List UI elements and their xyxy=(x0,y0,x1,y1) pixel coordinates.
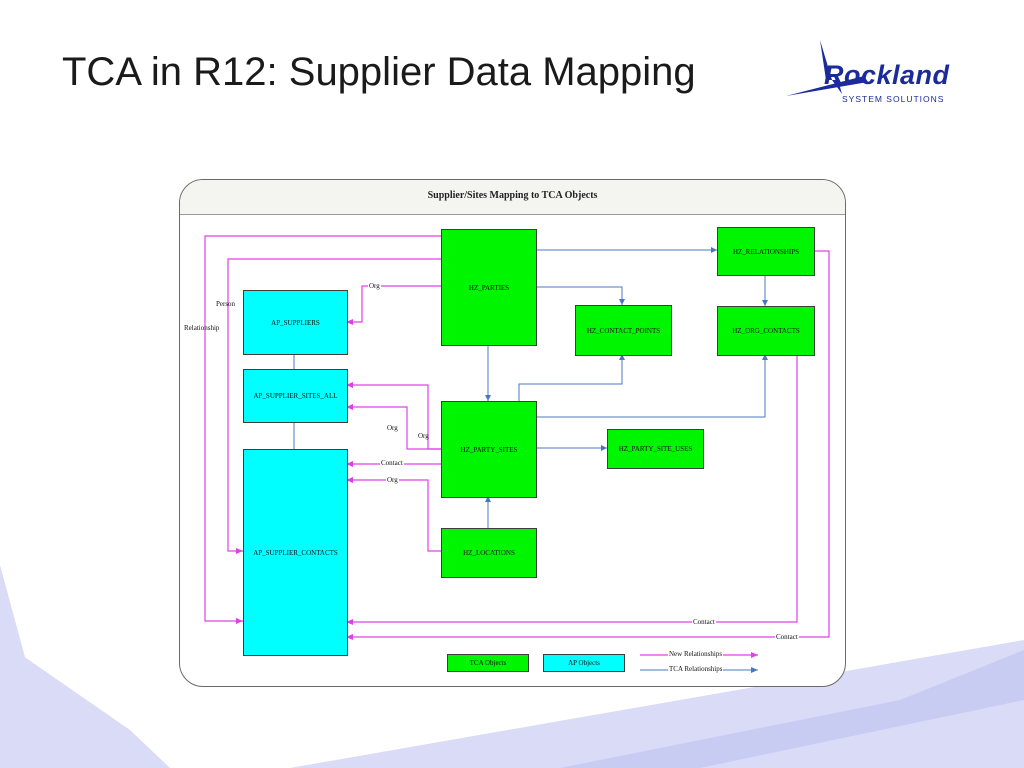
legend-tca-relationships: TCA Relationships xyxy=(668,665,724,674)
rockland-logo: Rockland SYSTEM SOLUTIONS xyxy=(784,36,974,106)
logo-tagline: SYSTEM SOLUTIONS xyxy=(842,94,945,104)
legend-new-arrow xyxy=(751,652,758,658)
legend-new-relationships: New Relationships xyxy=(668,650,724,659)
logo-wordmark: Rockland xyxy=(824,60,950,90)
slide-title: TCA in R12: Supplier Data Mapping xyxy=(62,50,696,94)
label-contact-bottom-1: Contact xyxy=(692,618,716,627)
entity-hz-parties: HZ_PARTIES xyxy=(441,229,537,346)
label-person: Person xyxy=(216,300,236,308)
entity-ap-suppliers: AP_SUPPLIERS xyxy=(243,290,348,355)
label-contact-mid: Contact xyxy=(380,459,404,468)
new-relationship-arrowheads xyxy=(236,319,353,640)
label-org-suppliers: Org xyxy=(368,282,381,291)
entity-hz-contact-points: HZ_CONTACT_POINTS xyxy=(575,305,672,356)
legend-tca-arrow xyxy=(751,667,758,673)
rockland-swoosh-icon xyxy=(786,40,868,96)
entity-ap-supplier-contacts: AP_SUPPLIER_CONTACTS xyxy=(243,449,348,656)
entity-hz-org-contacts: HZ_ORG_CONTACTS xyxy=(717,306,815,356)
label-org-sites-2: Org xyxy=(418,432,429,440)
entity-hz-party-sites: HZ_PARTY_SITES xyxy=(441,401,537,498)
tca-relationship-arrowheads xyxy=(485,247,768,502)
label-org-sites-1: Org xyxy=(387,424,398,432)
diagram-header: Supplier/Sites Mapping to TCA Objects xyxy=(180,180,845,215)
label-org-contacts: Org xyxy=(386,476,399,485)
label-contact-bottom-2: Contact xyxy=(775,633,799,642)
entity-ap-supplier-sites-all: AP_SUPPLIER_SITES_ALL xyxy=(243,369,348,423)
legend-tca-objects: TCA Objects xyxy=(447,654,529,672)
label-relationship: Relationship xyxy=(184,324,220,332)
tca-relationship-lines xyxy=(293,249,766,528)
entity-hz-relationships: HZ_RELATIONSHIPS xyxy=(717,227,815,276)
entity-hz-locations: HZ_LOCATIONS xyxy=(441,528,537,578)
legend-ap-objects: AP Objects xyxy=(543,654,625,672)
entity-hz-party-site-uses: HZ_PARTY_SITE_USES xyxy=(607,429,704,469)
diagram-title: Supplier/Sites Mapping to TCA Objects xyxy=(427,190,598,201)
